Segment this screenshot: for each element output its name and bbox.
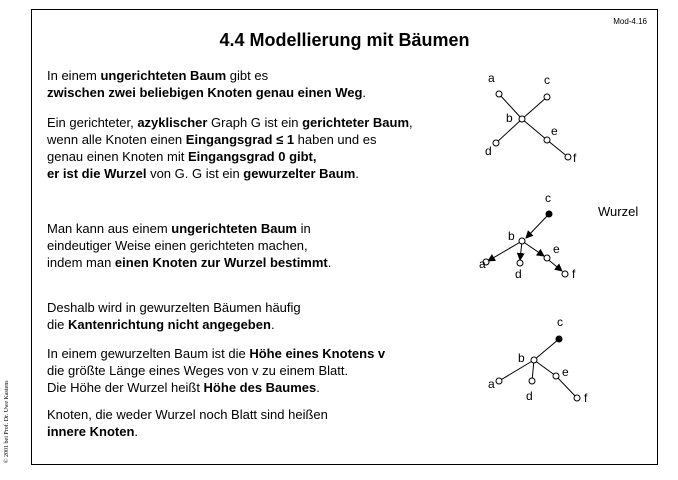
edge-e-f: [546, 139, 569, 158]
directed-tree-diagram: c b a d e f: [479, 191, 576, 281]
para-inner-nodes: Knoten, die weder Wurzel noch Blatt sind…: [47, 407, 328, 439]
node-b: [518, 115, 526, 123]
label-e: e: [553, 242, 560, 256]
wurzel-label: Wurzel: [598, 204, 639, 219]
label-b: b: [506, 111, 513, 125]
para-edge-direction: Deshalb wird in gewurzelten Bäumen häufi…: [47, 300, 301, 332]
node-f: [573, 394, 581, 402]
label-c: c: [557, 315, 563, 329]
label-b: b: [508, 229, 515, 243]
page-title: 4.4 Modellierung mit Bäumen: [219, 30, 470, 50]
node-d: [516, 259, 524, 267]
label-d: d: [515, 267, 522, 281]
slide-id: Mod-4.16: [613, 17, 647, 26]
edge-b-e: [521, 118, 548, 141]
edge-c-b: [533, 338, 560, 361]
label-a: a: [488, 71, 495, 85]
node-c-root: [545, 210, 553, 218]
node-a: [495, 377, 503, 385]
label-f: f: [572, 267, 576, 281]
para-undirected-tree: In einem ungerichteten Baum gibt es zwis…: [47, 68, 367, 100]
rooted-tree-diagram: c b a d e f: [488, 315, 588, 405]
node-c: [543, 93, 551, 101]
label-f: f: [584, 391, 588, 405]
label-b: b: [518, 351, 525, 365]
node-c-root: [555, 335, 563, 343]
para-root-choice: Man kann aus einem ungerichteten Baum in…: [47, 221, 332, 270]
label-a: a: [488, 377, 495, 391]
label-c: c: [544, 73, 550, 87]
edge-b-a: [487, 240, 523, 262]
edge-a-b: [498, 93, 523, 120]
label-d: d: [485, 144, 492, 158]
edge-c-b: [525, 213, 550, 239]
node-a: [482, 258, 490, 266]
node-e: [543, 254, 551, 262]
edge-c-b: [521, 96, 548, 120]
edge-b-e: [521, 240, 545, 257]
para-height: In einem gewurzelten Baum ist die Höhe e…: [47, 346, 386, 395]
slide: Mod-4.16 4.4 Modellierung mit Bäumen In …: [31, 9, 658, 465]
undirected-tree-diagram: a c b d e f: [485, 71, 577, 165]
label-d: d: [526, 389, 533, 403]
edge-b-d: [531, 359, 535, 382]
node-d: [492, 139, 500, 147]
node-e: [543, 136, 551, 144]
node-e: [552, 372, 560, 380]
edge-b-e: [533, 359, 557, 377]
label-f: f: [573, 151, 577, 165]
node-b: [530, 356, 538, 364]
copyright: © 2001 bei Prof. Dr. Uwe Kastens: [4, 380, 10, 463]
node-b: [518, 237, 526, 245]
node-a: [495, 90, 503, 98]
node-f: [564, 153, 572, 161]
label-e: e: [562, 365, 569, 379]
node-f: [561, 270, 569, 278]
edge-e-f: [555, 375, 578, 399]
edge-b-d: [495, 118, 523, 144]
label-c: c: [545, 191, 551, 205]
edge-b-a: [498, 359, 535, 382]
node-d: [528, 377, 536, 385]
label-a: a: [479, 257, 486, 271]
label-e: e: [551, 124, 558, 138]
para-directed-tree: Ein gerichteter, azyklischer Graph G ist…: [47, 115, 413, 181]
